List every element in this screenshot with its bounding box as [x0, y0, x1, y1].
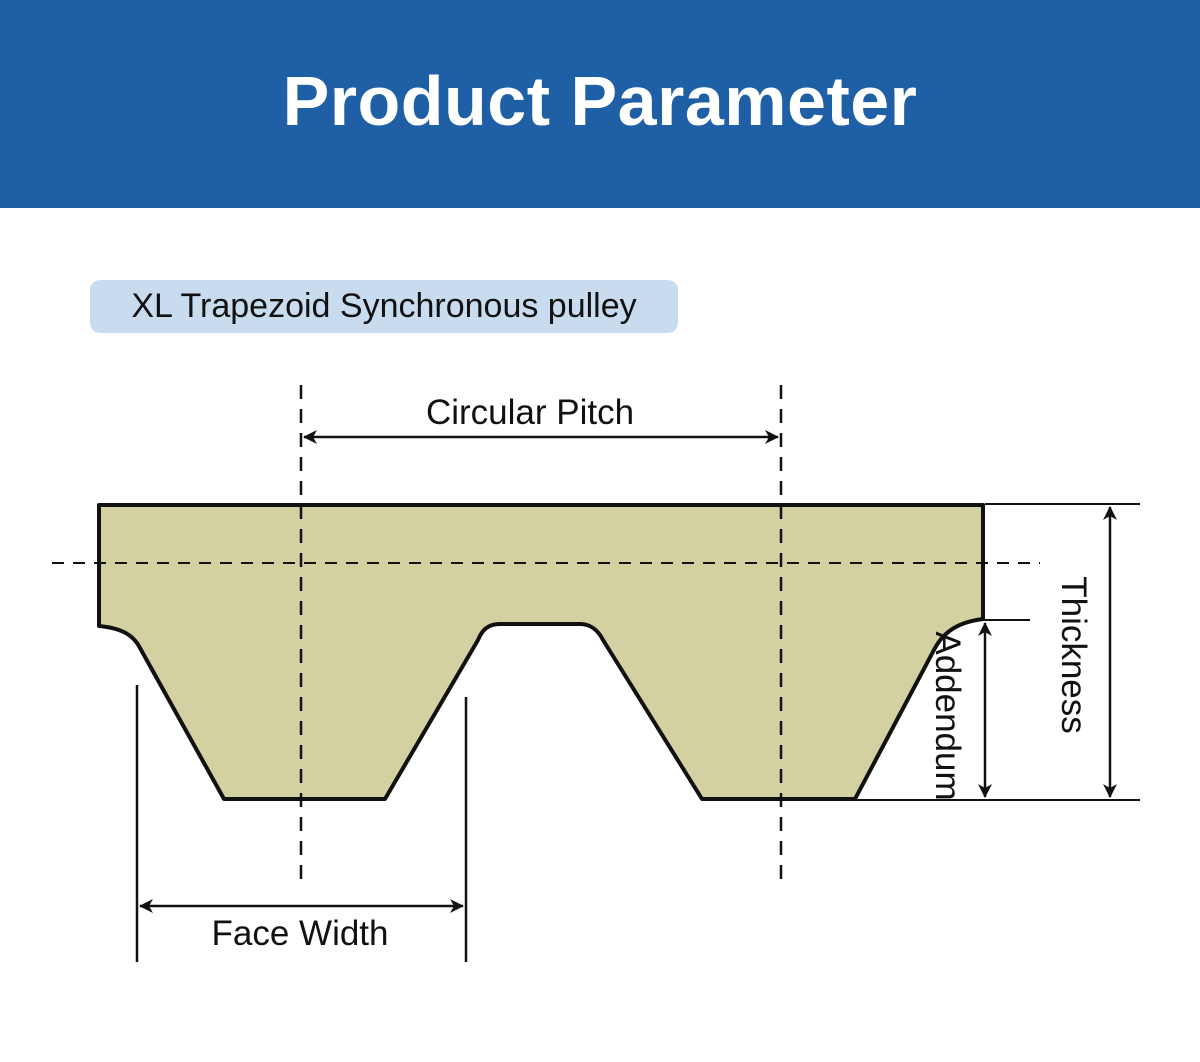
thickness-label: Thickness — [1054, 576, 1093, 734]
addendum-label: Addendum — [928, 631, 967, 800]
belt-body — [97, 503, 985, 801]
circular-pitch-label: Circular Pitch — [426, 393, 634, 432]
page-title: Product Parameter — [282, 62, 918, 140]
face-width-label: Face Width — [212, 914, 389, 953]
subtitle-badge: XL Trapezoid Synchronous pulley — [90, 280, 678, 333]
header-banner: Product Parameter — [0, 0, 1200, 208]
subtitle-label: XL Trapezoid Synchronous pulley — [131, 287, 637, 325]
